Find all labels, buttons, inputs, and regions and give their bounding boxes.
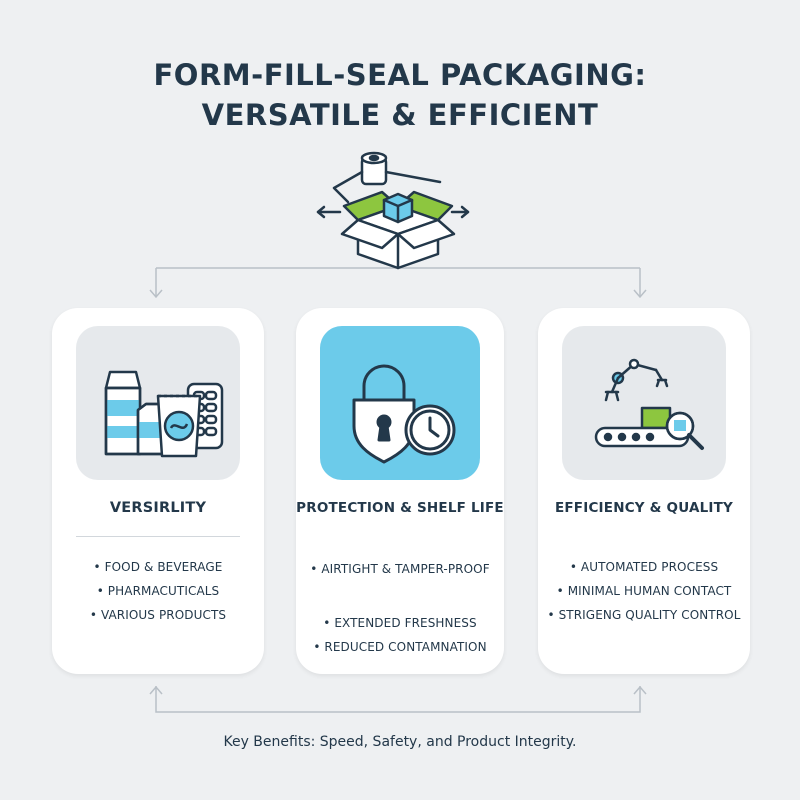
connector-bottom-bar — [155, 686, 641, 713]
arrow-up-right-icon — [633, 685, 647, 695]
list-item: EXTENDED FRESHNESS — [296, 616, 504, 630]
page-title-line-1: FORM-FILL-SEAL PACKAGING: — [153, 58, 647, 92]
card-title: VERSIRLITY — [109, 500, 207, 516]
arrow-down-right-icon — [633, 289, 647, 299]
list-item: AIRTIGHT & TAMPER-PROOF — [296, 562, 504, 576]
list-item: REDUCED CONTAMNATION — [296, 640, 504, 654]
list-item: PHARMACUTICALS — [52, 584, 264, 598]
list-item: AUTOMATED PROCESS — [538, 560, 750, 574]
list-item: VARIOUS PRODUCTS — [52, 608, 264, 622]
page-title-line-2: VERSATILE & EFFICIENT — [201, 98, 599, 132]
food-pharma-products-icon — [104, 370, 224, 458]
arrow-up-left-icon — [149, 685, 163, 695]
arrow-down-left-icon — [149, 289, 163, 299]
card-efficiency-quality: EFFICIENCY & QUALITY AUTOMATED PROCESS M… — [538, 308, 750, 674]
card-icon-box — [562, 326, 726, 480]
card-icon-box — [76, 326, 240, 480]
divider — [76, 536, 240, 537]
list-item: FOOD & BEVERAGE — [52, 560, 264, 574]
card-title: EFFICIENCY & QUALITY — [554, 500, 734, 516]
card-protection-shelf-life: PROTECTION & SHELF LIFE AIRTIGHT & TAMPE… — [296, 308, 504, 674]
card-versatility: VERSIRLITY FOOD & BEVERAGE PHARMACUTICAL… — [52, 308, 264, 674]
card-icon-box — [320, 326, 480, 480]
list-item: STRIGENG QUALITY CONTROL — [538, 608, 750, 622]
card-title: PROTECTION & SHELF LIFE — [296, 500, 504, 516]
film-roll-and-box-icon — [316, 151, 470, 270]
list-item: MINIMAL HUMAN CONTACT — [538, 584, 750, 598]
padlock-shield-clock-icon — [352, 364, 456, 464]
key-benefits-caption: Key Benefits: Speed, Safety, and Product… — [223, 734, 577, 750]
robot-arm-conveyor-magnifier-icon — [594, 358, 704, 450]
